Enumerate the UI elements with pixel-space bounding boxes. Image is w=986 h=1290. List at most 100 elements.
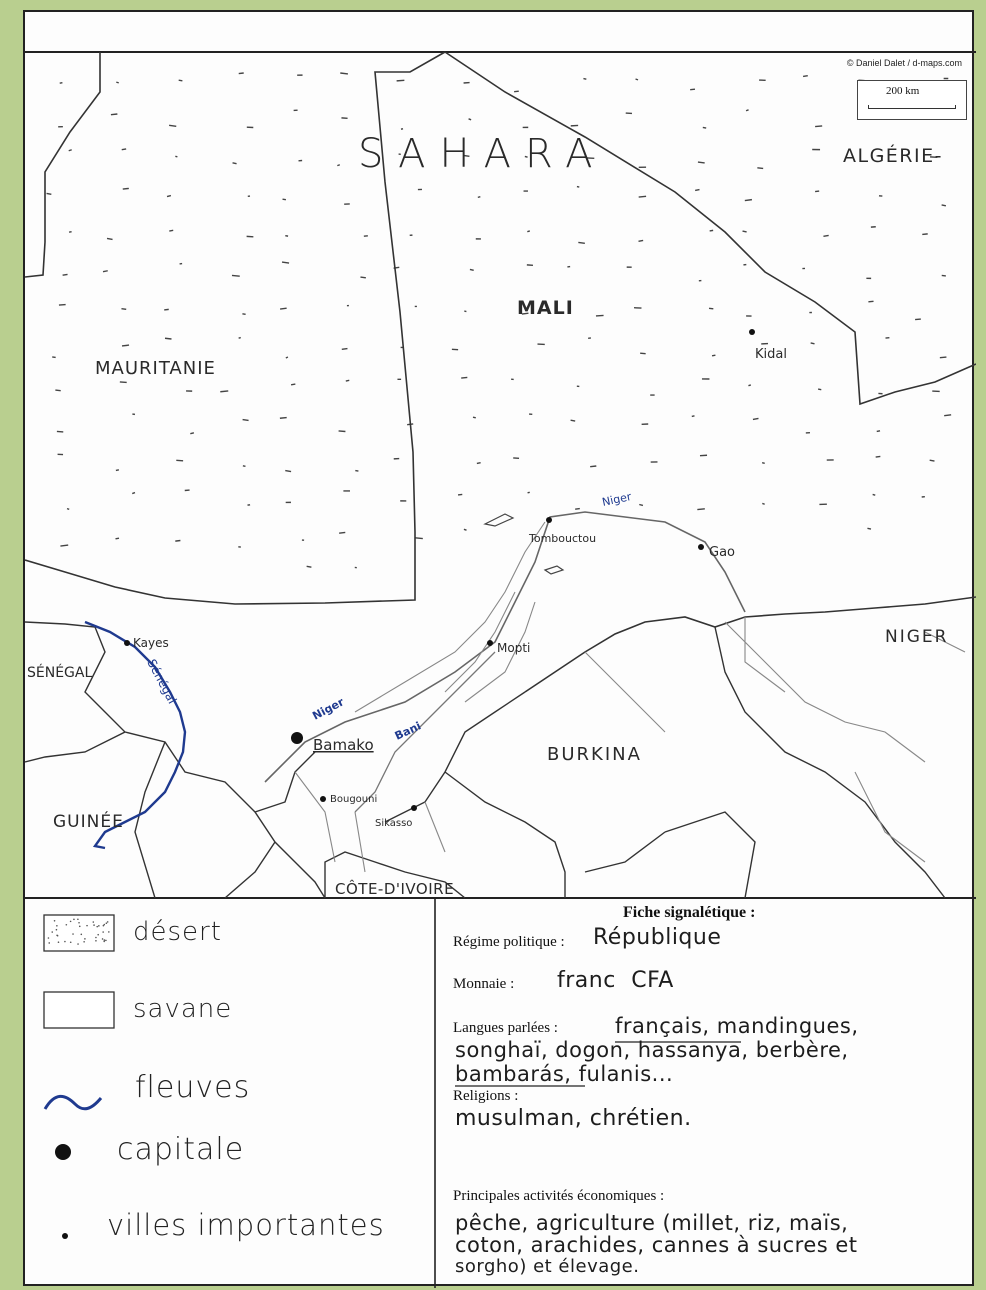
desert-dash [941,204,947,207]
desert-dash [697,161,705,164]
desert-dash [66,507,70,510]
desert-dash [220,390,229,393]
fiche-title: Fiche signalétique : [623,904,756,921]
desert-dash [468,118,472,121]
desert-dash [595,314,604,317]
desert-dash [709,229,714,232]
bougouni-dot [320,796,326,802]
savane-swatch [43,991,115,1029]
swatch-dot [105,939,107,942]
burkina-label: BURKINA [547,744,642,765]
desert-dash [176,459,184,462]
desert-dash [238,336,241,339]
swatch-dot [102,931,104,933]
mauritania-border [25,51,446,605]
desert-dash [761,462,765,464]
desert-dash [635,78,639,81]
cote-divoire-label: CÔTE-D'IVOIRE [335,879,454,898]
monnaie-label: Monnaie : [453,976,515,992]
desert-dash [875,455,881,458]
desert-dash [115,469,120,472]
senegal-river-label: Sénégal [144,657,179,706]
desert-dash [115,537,120,540]
niger-delta [354,521,546,713]
tombouctou-label: Tombouctou [528,532,596,545]
gao-dot [698,544,704,550]
desert-dash [281,261,290,264]
desert-dash [638,195,647,198]
desert-dash [169,229,174,232]
desert-dash [823,234,829,237]
desert-dash [106,237,113,241]
desert-dash [396,79,405,82]
desert-dash [62,273,68,276]
lake-debo [483,513,515,527]
desert-dash [464,154,470,158]
desert-dash [59,82,63,84]
swatch-dot [84,938,86,940]
sahara-label: SAHARA [358,131,606,177]
desert-swatch-dots [47,918,110,945]
capital-swatch [55,1144,71,1160]
activites-label: Principales activités économiques : [453,1188,665,1204]
desert-dash [285,356,289,359]
desert-dash [341,347,348,351]
desert-dash [815,125,823,128]
desert-dash [876,430,881,433]
desert-dash [744,198,753,202]
desert-dash [190,432,195,435]
desert-dash [169,124,177,127]
desert-dash [802,74,808,78]
desert-dash [590,465,597,468]
swatch-dot [78,925,81,928]
legend-desert: désert [133,917,222,947]
desert-dash [876,155,884,158]
desert-dash [68,230,72,233]
desert-dash [939,356,947,359]
desert-dash [232,162,237,165]
swatch-dot [80,933,83,936]
desert-dash [231,274,240,277]
desert-dash [476,462,481,465]
swatch-dot [78,921,80,924]
desert-dash [757,167,764,170]
desert-dash [583,77,587,80]
desert-dash [116,81,119,84]
desert-dash [463,528,467,531]
guinee-label: GUINÉE [53,810,124,832]
desert-dash [867,527,872,530]
mauritanie-label: MAURITANIE [95,358,216,379]
mopti-dot [487,640,493,646]
swatch-dot [56,934,59,937]
swatch-dot [102,924,105,927]
swatch-dot [105,922,108,925]
desert-dash [708,307,714,310]
desert-dash [242,418,249,422]
desert-dash [338,430,346,433]
desert-dash [711,354,716,357]
desert-dash [132,491,136,495]
niger-river [264,511,746,783]
desert-dash [762,502,765,505]
desert-dash [638,239,644,242]
desert-dash [472,416,476,419]
swatch-dot [97,933,99,936]
desert-dash [280,307,287,310]
desert-dash [119,381,127,384]
mali-label: MALI [517,297,574,319]
desert-dash [702,126,707,129]
tombouctou-dot [546,517,552,523]
map: SAHARA ALGÉRIE- MALI MAURITANIE SÉNÉGAL … [25,51,976,1288]
swatch-dot [86,924,88,927]
desert-stipple [46,72,952,569]
scale-line [868,105,956,109]
desert-dash [68,149,72,152]
monnaie-value: franc CFA [557,968,674,993]
desert-dash [360,276,366,279]
senegal-label: SÉNÉGAL [27,664,92,681]
desert-dash [355,469,359,472]
desert-swatch [43,914,115,952]
swatch-dot [96,925,99,928]
kayes-dot [124,640,130,646]
desert-dash [306,565,312,568]
